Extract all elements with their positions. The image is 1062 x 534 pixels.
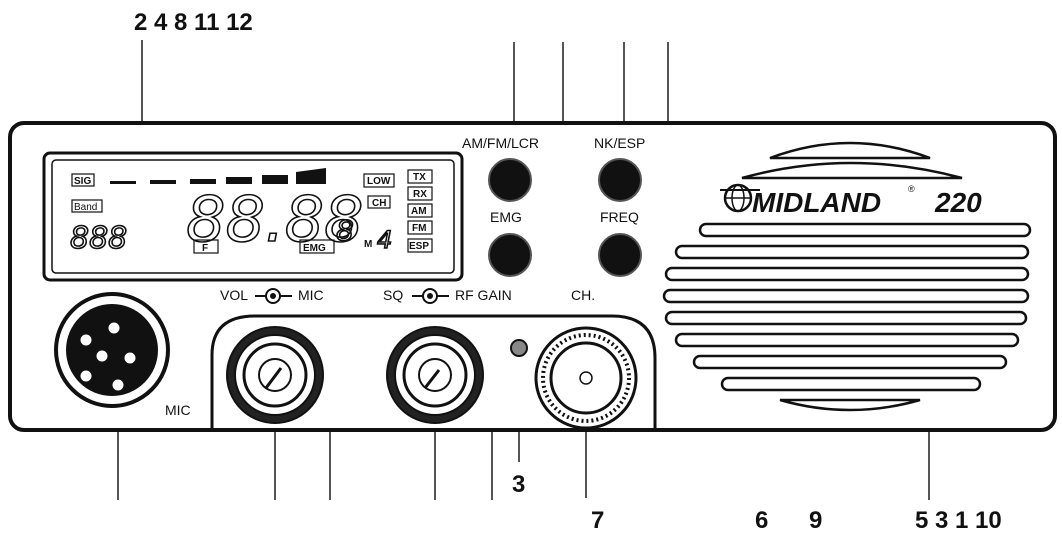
freq-button-label: FREQ (600, 209, 639, 225)
knob-panel (210, 314, 657, 430)
lcd-ch: CH (372, 198, 386, 209)
callout-ch: 7 (591, 507, 604, 534)
svg-text:888: 888 (70, 221, 127, 256)
svg-text:FM: FM (412, 223, 426, 234)
emg-button[interactable] (488, 233, 532, 277)
nk-esp-button[interactable] (598, 158, 642, 202)
callout-speaker: 5 3 1 10 (915, 507, 1002, 534)
concentric-knob-icon (255, 288, 292, 304)
mic-socket[interactable] (54, 292, 170, 408)
concentric-knob-icon (412, 288, 449, 304)
lcd-display: SIG Band 888 88.88 8 M 4 F EMG LOW CH (42, 151, 464, 282)
led-indicator (510, 339, 528, 357)
mode-button-label: AM/FM/LCR (462, 135, 539, 151)
emg-button-label: EMG (490, 209, 522, 225)
ch-label: CH. (571, 287, 595, 303)
mic-socket-label: MIC (165, 402, 191, 418)
sq-rf-gain-knob[interactable] (386, 326, 484, 424)
speaker-grille (662, 141, 1032, 412)
lcd-low: LOW (367, 176, 391, 187)
signal-meter (110, 168, 326, 184)
lcd-f: F (202, 243, 208, 254)
mic-gain-label: MIC (298, 287, 324, 303)
svg-text:ESP: ESP (409, 241, 429, 252)
lcd-status-column: TX RX AM FM ESP (407, 169, 433, 253)
svg-text:TX: TX (413, 172, 426, 183)
lcd-sig: SIG (74, 176, 91, 187)
left-digits: 888 (69, 220, 128, 257)
freq-button[interactable] (598, 233, 642, 277)
callout-9: 9 (809, 507, 822, 534)
sq-label: SQ (383, 287, 403, 303)
callout-led: 3 (512, 471, 525, 498)
lcd-m-digit: 4 (377, 226, 392, 254)
brand-name: MIDLAND (752, 187, 881, 218)
lcd-emg: EMG (303, 243, 326, 254)
channel-knob[interactable] (534, 326, 638, 430)
callout-6: 6 (755, 507, 768, 534)
nk-button-label: NK/ESP (594, 135, 645, 151)
mode-button[interactable] (488, 158, 532, 202)
svg-text:8: 8 (336, 214, 354, 247)
lcd-band: Band (74, 202, 97, 213)
callout-top-numbers: 2 4 8 11 12 (134, 9, 253, 36)
frequency-digits: 88.88 8 (185, 182, 364, 257)
rf-gain-label: RF GAIN (455, 287, 512, 303)
brand-model: 220 (934, 187, 982, 218)
lcd-m: M (364, 239, 372, 250)
vol-label: VOL (220, 287, 248, 303)
svg-text:AM: AM (411, 206, 427, 217)
svg-text:RX: RX (413, 189, 427, 200)
vol-mic-knob[interactable] (226, 326, 324, 424)
midland-logo: MIDLAND ® 220 (720, 183, 982, 218)
svg-text:®: ® (908, 184, 915, 194)
